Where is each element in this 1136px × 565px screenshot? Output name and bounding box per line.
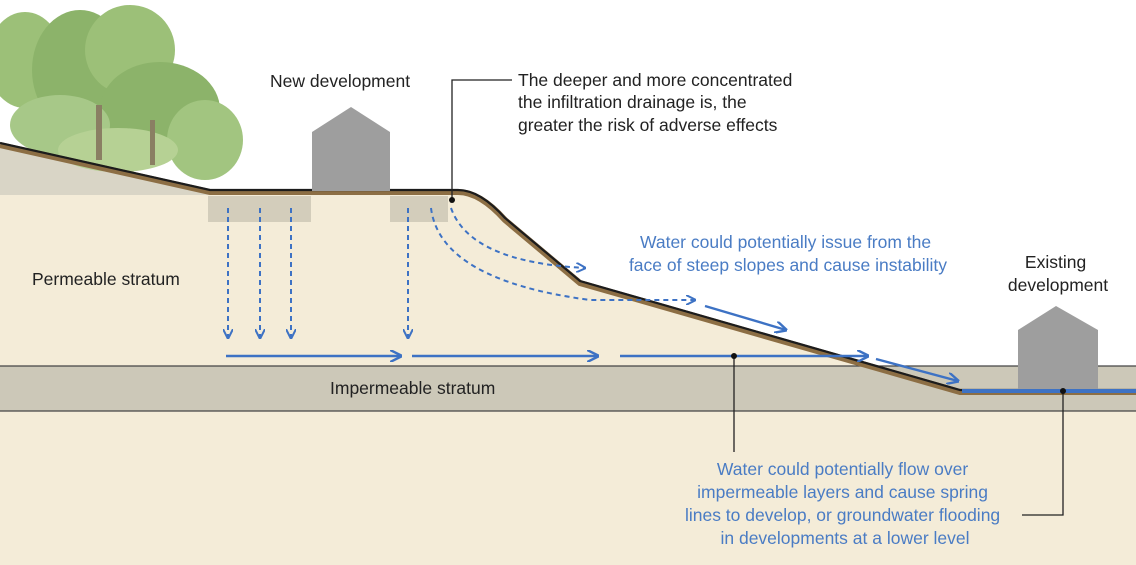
new-development-building — [312, 107, 390, 191]
trees — [0, 5, 243, 180]
ground-surface — [0, 142, 1136, 395]
permeable-stratum-label: Permeable stratum — [32, 269, 180, 289]
infiltration-arrows — [228, 207, 695, 338]
new-development-label: New development — [270, 71, 410, 91]
existing-development-label: Existing development — [1008, 252, 1108, 295]
infiltration-pad-2 — [390, 196, 448, 222]
existing-development-building — [1018, 306, 1098, 389]
impermeable-stratum-label: Impermeable stratum — [330, 378, 495, 398]
impermeable-stratum — [0, 366, 1136, 411]
leader-lines — [449, 79, 1066, 516]
lateral-flow-arrows — [226, 304, 958, 381]
groundwater-flow-note: Water could potentially flow over imperm… — [685, 459, 1005, 548]
deeper-infiltration-note: The deeper and more concentrated the inf… — [518, 70, 797, 135]
steep-slope-note: Water could potentially issue from the f… — [629, 232, 947, 275]
